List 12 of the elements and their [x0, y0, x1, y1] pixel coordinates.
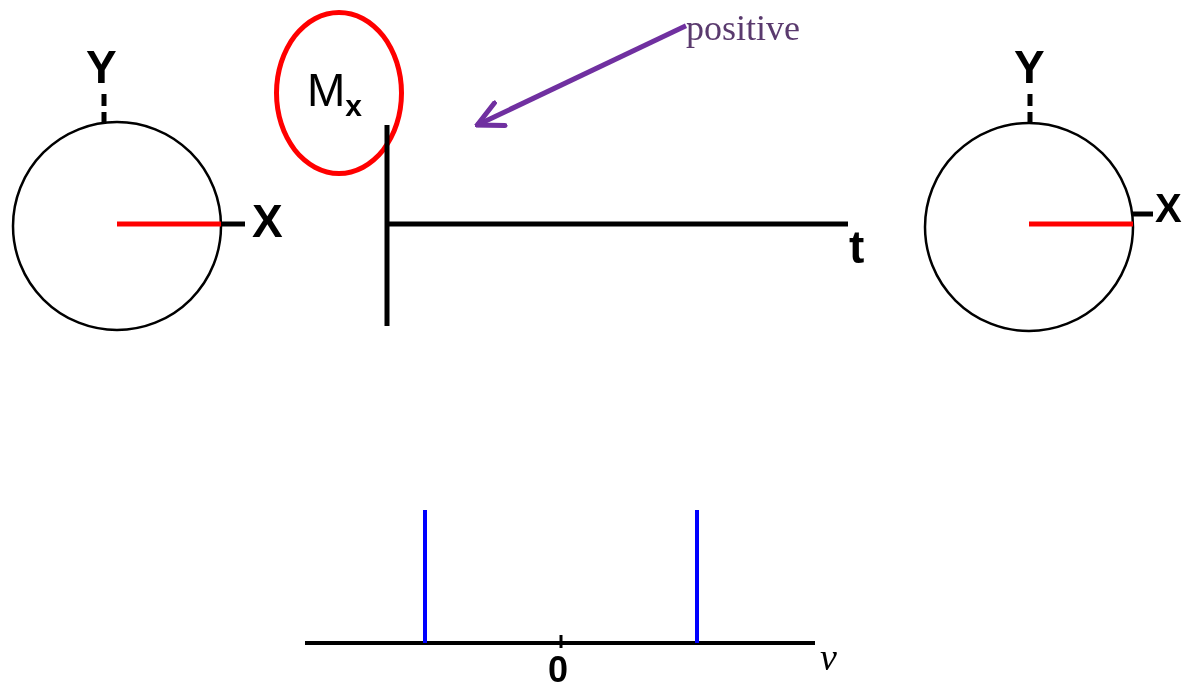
leader-arrow — [474, 23, 688, 129]
axis-label: X — [252, 198, 283, 244]
axis-label: X — [1155, 188, 1182, 228]
variable-label: M$_{x}$ — [307, 67, 362, 121]
axis-label: t — [849, 224, 865, 270]
axis-label: Y — [86, 44, 117, 90]
axis-label: ν — [820, 638, 837, 676]
axis-label: Y — [1014, 44, 1045, 90]
axis-label: 0 — [548, 652, 569, 688]
annotation-text: positive — [686, 6, 826, 50]
graph-axes-drawing — [384, 125, 850, 327]
highlight-ellipse — [274, 10, 404, 176]
